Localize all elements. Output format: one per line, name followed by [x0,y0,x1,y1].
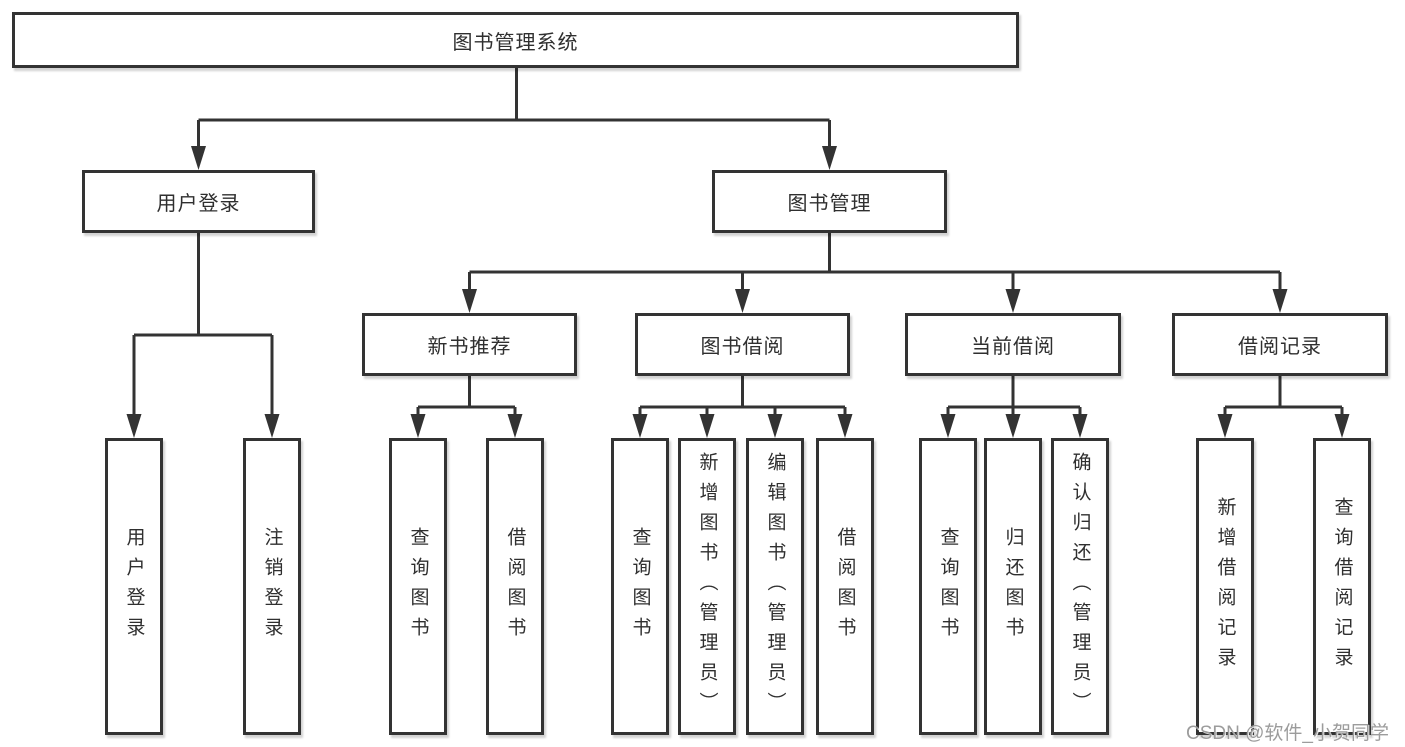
leaf-label: 借阅图书 [504,526,526,647]
leaf-label: 归还图书 [1002,526,1024,647]
leaf-borrow-books: 借阅图书 [816,438,874,735]
leaf-label: 用户登录 [123,526,145,647]
node-root-library-system: 图书管理系统 [12,12,1019,68]
leaf-edit-books-admin: 编辑图书（管理员） [746,438,804,735]
leaf-query-books-recommend: 查询图书 [389,438,447,735]
node-user-login: 用户登录 [82,170,315,233]
leaf-label: 查询借阅记录 [1331,496,1353,677]
leaf-label: 编辑图书（管理员） [764,451,786,722]
leaf-label: 查询图书 [407,526,429,647]
leaf-label: 查询图书 [937,526,959,647]
node-label: 当前借阅 [971,336,1055,358]
node-label: 图书管理 [787,193,872,215]
node-borrow-record: 借阅记录 [1172,313,1388,376]
leaf-label: 新增图书（管理员） [696,451,718,722]
leaf-add-books-admin: 新增图书（管理员） [678,438,736,735]
leaf-user-login: 用户登录 [105,438,163,735]
leaf-return-books: 归还图书 [984,438,1042,735]
leaf-query-borrow-record: 查询借阅记录 [1313,438,1371,735]
node-label: 图书借阅 [700,336,785,358]
leaf-confirm-return-admin: 确认归还（管理员） [1051,438,1109,735]
leaf-label: 查询图书 [629,526,651,647]
leaf-label: 新增借阅记录 [1214,496,1236,677]
leaf-borrow-books-recommend: 借阅图书 [486,438,544,735]
leaf-label: 确认归还（管理员） [1069,451,1091,722]
node-new-book-recommend: 新书推荐 [362,313,577,376]
leaf-logout-login: 注销登录 [243,438,301,735]
node-label: 用户登录 [156,193,241,215]
node-label: 新书推荐 [427,336,512,358]
leaf-label: 注销登录 [261,526,283,647]
node-current-borrow: 当前借阅 [905,313,1121,376]
leaf-add-borrow-record: 新增借阅记录 [1196,438,1254,735]
arrowheads [126,146,1350,438]
node-book-management: 图书管理 [712,170,947,233]
csdn-watermark: CSDN @软件_小贺同学 [1186,723,1389,744]
node-book-borrow: 图书借阅 [635,313,850,376]
node-label: 图书管理系统 [452,31,579,54]
leaf-query-books-current: 查询图书 [919,438,977,735]
leaf-query-books-borrow: 查询图书 [611,438,669,735]
leaf-label: 借阅图书 [834,526,856,647]
node-label: 借阅记录 [1238,336,1322,358]
